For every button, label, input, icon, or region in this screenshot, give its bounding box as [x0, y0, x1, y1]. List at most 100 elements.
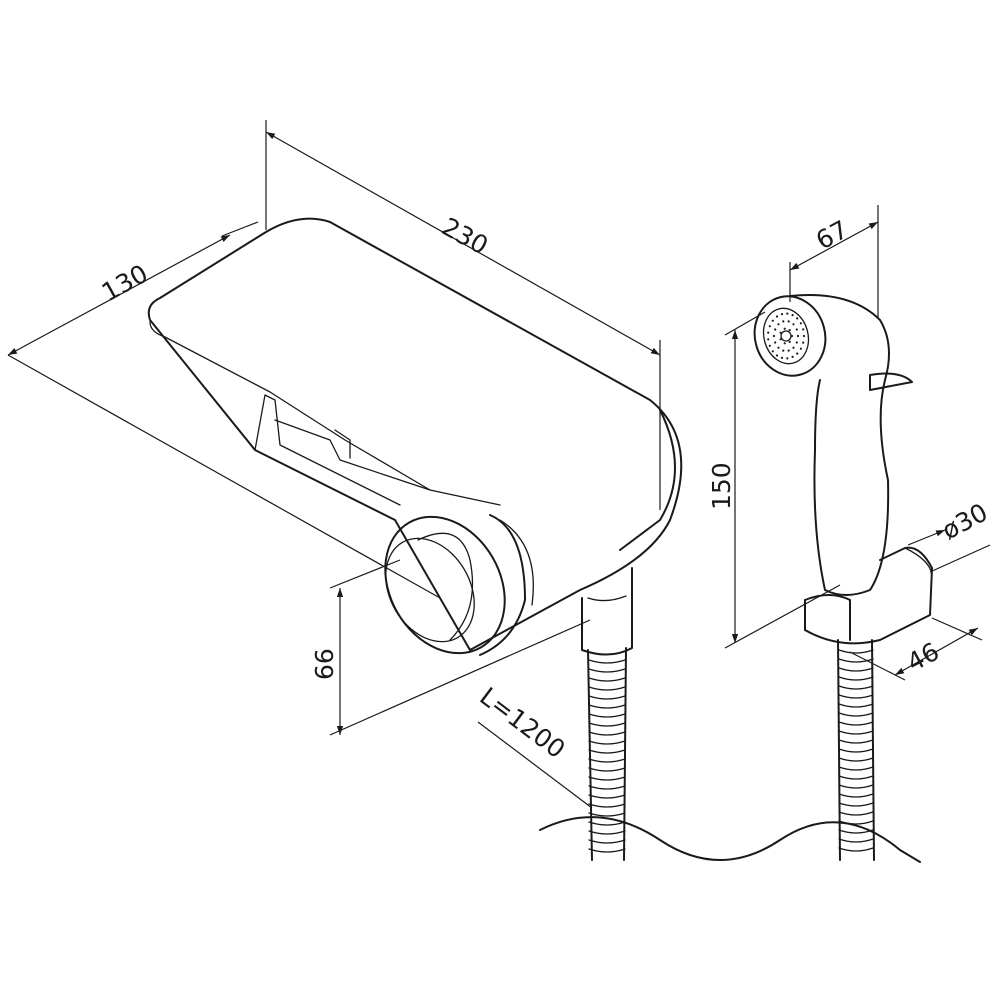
- spray-nozzle-dot: [783, 327, 786, 330]
- label-130: 130: [97, 259, 153, 307]
- label-150: 150: [707, 462, 736, 510]
- hose-rib: [588, 740, 626, 745]
- hose-rib: [588, 848, 626, 853]
- label-66: 66: [310, 648, 339, 680]
- spray-nozzle-dot: [802, 341, 805, 344]
- hose-rib: [588, 713, 626, 718]
- hose-rib: [588, 839, 626, 844]
- hose-rib: [588, 722, 626, 727]
- spray-nozzle-dot: [779, 331, 782, 334]
- hose-rib: [838, 658, 874, 663]
- hose-rib: [588, 803, 626, 808]
- spray-nozzle-dot: [771, 350, 774, 353]
- hose-rib: [588, 686, 626, 691]
- spray-nozzle-dot: [767, 338, 770, 341]
- spray-nozzle-dot: [796, 334, 800, 338]
- hose-left: [587, 647, 627, 861]
- label-46: 46: [902, 637, 944, 678]
- spray-nozzle-dot: [796, 352, 799, 355]
- hose-rib: [838, 793, 874, 798]
- label-230: 230: [437, 212, 493, 260]
- hose-rib: [838, 811, 874, 816]
- label-67: 67: [811, 215, 853, 256]
- spray-nozzle-dot: [795, 341, 798, 344]
- spray-nozzle-dot: [799, 322, 803, 325]
- spray-nozzle-dot: [786, 312, 789, 315]
- hose-rib: [588, 659, 626, 664]
- spray-nozzle-dot: [774, 328, 777, 331]
- dimension-130: [7, 221, 441, 599]
- hose-rib: [588, 677, 626, 682]
- hose-rib: [838, 694, 874, 699]
- hose-rib: [838, 676, 874, 681]
- hose-rib: [588, 767, 626, 772]
- spray-nozzle-dot: [780, 313, 784, 316]
- spray-nozzle-dot: [775, 354, 779, 357]
- hose-rib: [588, 704, 626, 709]
- spray-nozzle-dot: [790, 334, 794, 338]
- break-line: [539, 816, 921, 863]
- hose-rib: [838, 721, 874, 726]
- hose-rib: [838, 784, 874, 789]
- hose-rib: [838, 712, 874, 717]
- spray-nozzle-dot: [795, 328, 798, 331]
- hose-rib: [838, 703, 874, 708]
- hose-rib: [838, 847, 874, 852]
- hand-shower: [753, 294, 913, 596]
- dimension-67: [789, 205, 879, 318]
- dimension-230: [265, 120, 661, 510]
- hose-rib: [588, 785, 626, 790]
- hose-rib: [588, 794, 626, 799]
- spray-nozzle-dot: [788, 340, 791, 343]
- hose-rib: [588, 731, 626, 736]
- hose-rib: [838, 766, 874, 771]
- hose-rib: [838, 685, 874, 690]
- spray-nozzle-dot: [787, 320, 790, 323]
- hose-length-leader: [477, 721, 593, 809]
- hose-rib: [838, 802, 874, 807]
- spray-nozzle-dot: [787, 349, 790, 352]
- hose-rib: [588, 668, 626, 673]
- label-diameter-30: ø30: [937, 498, 992, 546]
- spray-nozzle-dot: [802, 328, 805, 331]
- spray-nozzle-dot: [791, 314, 794, 317]
- spray-nozzle-dot: [768, 344, 771, 347]
- spray-nozzle-dot: [792, 346, 795, 349]
- spray-nozzle-dot: [774, 341, 777, 344]
- spray-nozzle-dot: [788, 329, 791, 332]
- hose-rib: [588, 776, 626, 781]
- spray-nozzle-dot: [767, 331, 770, 334]
- hose-right: [837, 639, 875, 861]
- spray-nozzle-dot: [768, 325, 771, 328]
- hose-rib: [588, 830, 626, 835]
- mixer-body: [147, 217, 683, 656]
- hose-rib: [838, 730, 874, 735]
- hose-rib: [838, 739, 874, 744]
- hose-rib: [838, 775, 874, 780]
- spray-nozzle-dot: [777, 323, 780, 326]
- spray-nozzle-dot: [802, 334, 806, 338]
- hose-rib: [838, 757, 874, 762]
- hose-rib: [838, 649, 874, 654]
- spray-nozzle-dot: [782, 349, 785, 352]
- spray-nozzle-dot: [779, 338, 782, 341]
- dimension-diameter-30: [907, 529, 991, 573]
- dimension-66: [329, 559, 591, 736]
- dimension-150: [724, 311, 841, 649]
- hose-rib: [838, 838, 874, 843]
- shower-holder: [804, 546, 933, 645]
- spray-nozzle-dot: [796, 317, 799, 320]
- hose-rib: [838, 667, 874, 672]
- hose-rib: [588, 821, 626, 826]
- spray-nozzle-dot: [772, 334, 776, 338]
- spray-nozzle-dot: [799, 347, 803, 350]
- label-hose-length: L=1200: [474, 682, 570, 764]
- spray-nozzle-dot: [786, 357, 789, 360]
- hose-rib: [588, 749, 626, 754]
- spray-nozzle-dot: [783, 342, 786, 345]
- spray-nozzle-dot: [780, 356, 784, 359]
- spray-nozzle-dot: [791, 355, 794, 358]
- spray-nozzle-dot: [775, 315, 779, 318]
- hose-rib: [838, 748, 874, 753]
